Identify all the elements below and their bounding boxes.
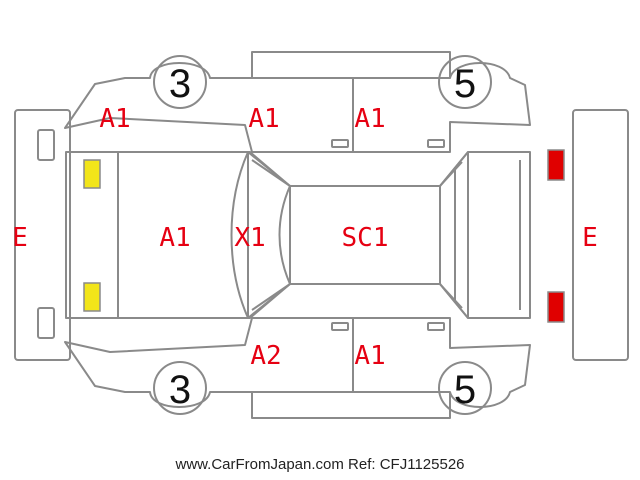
- front-light-marker-bottom: [83, 282, 101, 312]
- code-top-front-door: A1: [248, 104, 279, 134]
- front-bumper-vent-bottom: [37, 307, 55, 339]
- rear-bumper-panel: [572, 109, 629, 361]
- tire-rear-right-label: 5: [454, 368, 476, 412]
- tire-rear-left-label: 3: [169, 368, 191, 412]
- code-roof: SC1: [342, 223, 389, 253]
- top-rear-door-handle: [427, 139, 445, 148]
- wheel-front-right: [438, 55, 492, 109]
- top-front-door-handle: [331, 139, 349, 148]
- a-pillar-top: [251, 159, 291, 187]
- rear-light-marker-bottom: [547, 291, 565, 323]
- tire-front-right-label: 5: [454, 62, 476, 106]
- wheel-rear-right: [438, 361, 492, 415]
- bottom-front-door-handle: [331, 322, 349, 331]
- roof-panel: [278, 185, 441, 285]
- vehicle-damage-diagram: 3 5 3 5 A1 A1 A1 E A1 X1 SC1 E A2 A1: [12, 51, 629, 419]
- code-bottom-rear-door: A1: [354, 341, 385, 371]
- code-top-front-fender: A1: [99, 104, 130, 134]
- rear-light-marker-top: [547, 149, 565, 181]
- reference-footer: www.CarFromJapan.com Ref: CFJ1125526: [175, 456, 465, 473]
- code-windshield: X1: [234, 223, 265, 253]
- body-top-view-outline: [65, 151, 531, 319]
- code-top-rear-door: A1: [354, 104, 385, 134]
- a-pillar-bottom: [251, 283, 291, 311]
- code-rear-bumper: E: [582, 223, 598, 253]
- rear-window-panel: [439, 151, 469, 319]
- wheel-rear-left: [153, 361, 207, 415]
- tire-front-left-label: 3: [169, 62, 191, 106]
- front-bumper-vent-top: [37, 129, 55, 161]
- front-bumper-panel: [14, 109, 71, 361]
- code-front-bumper: E: [12, 223, 28, 253]
- hood-panel: [117, 151, 249, 319]
- c-pillar-top: [439, 161, 463, 187]
- bottom-rear-door-handle: [427, 322, 445, 331]
- code-bottom-front-door: A2: [250, 341, 281, 371]
- code-hood: A1: [159, 223, 190, 253]
- wheel-front-left: [153, 55, 207, 109]
- windshield-panel: [230, 151, 291, 319]
- front-light-marker-top: [83, 159, 101, 189]
- c-pillar-bottom: [439, 283, 463, 309]
